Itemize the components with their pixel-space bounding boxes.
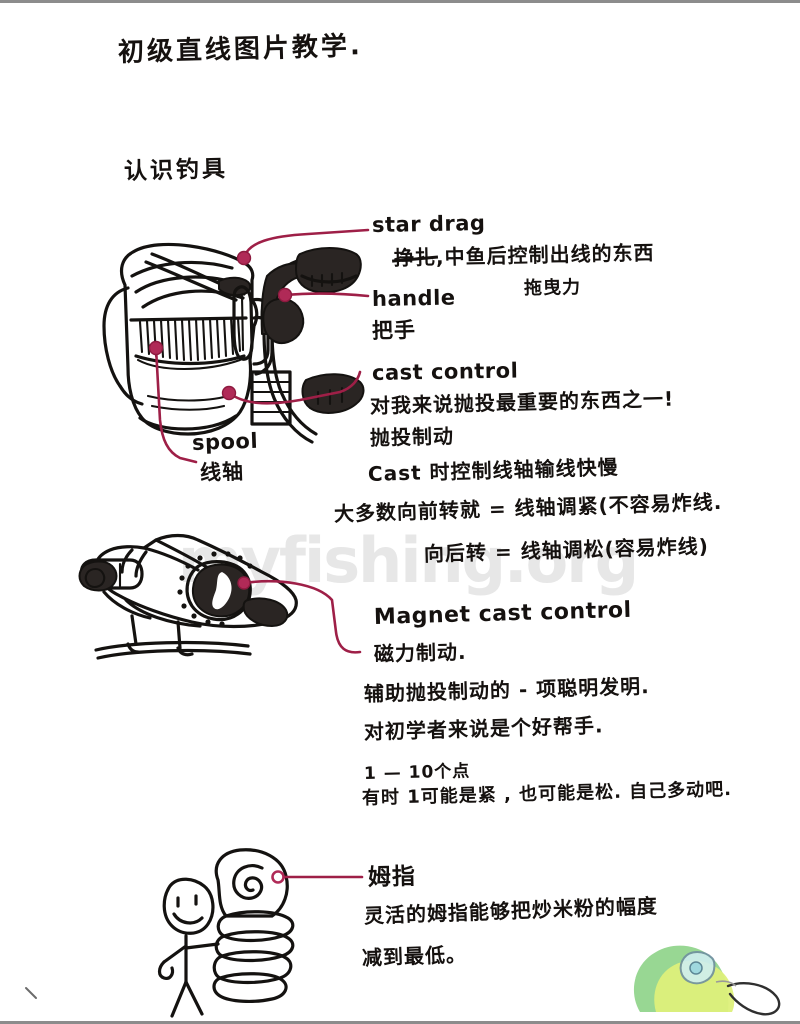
label-spool-cn: 线轴 — [199, 459, 245, 485]
note-star-drag-struck: 挣扎 — [393, 245, 437, 270]
note-star-drag-main: ,中鱼后控制出线的东西 — [435, 240, 655, 270]
figure-stick-figure-with-thumb — [157, 848, 295, 1018]
figure-baitcast-reel-top-view — [102, 242, 365, 444]
page-title: 初级直线图片教学. — [117, 31, 364, 68]
label-spool-en: spool — [191, 428, 259, 455]
figure-baitcast-reel-side-view — [78, 533, 298, 660]
label-star-drag-en: star drag — [371, 211, 486, 237]
page-bottom-border — [0, 1021, 800, 1024]
leader-dot-magnet — [237, 576, 251, 590]
stray-pen-mark — [25, 987, 37, 999]
label-handle-cn: 把手 — [371, 318, 417, 343]
note-cast-control-line-1: 对我来说抛投最重要的东西之一! — [369, 386, 675, 418]
page-top-border — [0, 0, 800, 3]
leader-dot-star-drag — [236, 250, 252, 266]
note-cast-control-line-3: Cast 时控制线轴输线快慢 — [367, 455, 619, 486]
label-cast-control-en: cast control — [371, 358, 519, 385]
leader-dot-thumb — [271, 870, 285, 884]
note-cast-control-line-5: 向后转 = 线轴调松(容易炸线) — [423, 534, 710, 566]
leader-dot-cast-control — [221, 385, 237, 401]
note-magnet-line-1: 磁力制动. — [373, 639, 467, 666]
note-thumb-line-2: 减到最低。 — [361, 942, 468, 970]
leader-dot-spool — [148, 340, 164, 356]
leader-dot-handle — [277, 287, 293, 303]
note-star-drag-cn: 挣扎,中鱼后控制出线的东西 — [393, 240, 655, 270]
label-magnet-cast-control-en: Magnet cast control — [373, 597, 632, 630]
note-cast-control-line-4: 大多数向前转就 = 线轴调紧(不容易炸线. — [333, 489, 723, 526]
leader-lines — [148, 228, 370, 884]
note-magnet-line-2: 辅助抛投制动的 - 项聪明发明. — [363, 674, 651, 706]
note-magnet-line-3: 对初学者来说是个好帮手. — [363, 713, 604, 744]
note-star-drag-cn2: 拖曳力 — [523, 277, 582, 299]
note-magnet-line-5: 有时 1可能是紧 , 也可能是松. 自己多动吧. — [361, 778, 733, 809]
note-thumb-line-1: 灵活的姆指能够把炒米粉的幅度 — [363, 893, 659, 928]
fish-logo — [633, 945, 781, 1016]
label-thumb-cn: 姆指 — [367, 863, 417, 891]
label-handle-en: handle — [371, 285, 456, 311]
note-magnet-line-4: 1 — 10个点 — [363, 761, 471, 784]
section-heading-know-your-gear: 认识钓具 — [123, 156, 229, 185]
note-cast-control-line-2: 抛投制动 — [369, 423, 455, 450]
